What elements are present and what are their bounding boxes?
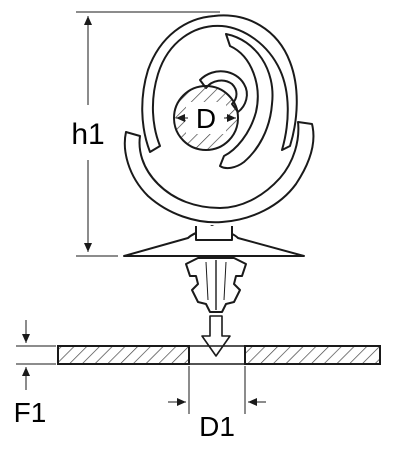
- clip-anchor: [185, 257, 247, 313]
- rod-section: D: [173, 85, 239, 151]
- insertion-arrow: [201, 315, 231, 357]
- d-label: D: [196, 103, 216, 134]
- thickness-dimension: F1: [14, 320, 56, 428]
- h1-label: h1: [71, 118, 104, 151]
- clip-outer-ring: [141, 14, 298, 153]
- d1-label: D1: [199, 411, 235, 442]
- panel-right: [244, 345, 381, 365]
- panel-section: [57, 345, 381, 365]
- clip-cradle: [123, 121, 315, 224]
- hole-dimension: D1: [168, 366, 266, 442]
- height-dimension: h1: [71, 11, 220, 257]
- clip-spring-arm: [219, 33, 274, 170]
- clip-body: [123, 14, 315, 257]
- clip-stem: [195, 226, 233, 241]
- f1-label: F1: [14, 397, 47, 428]
- panel-left: [57, 345, 190, 365]
